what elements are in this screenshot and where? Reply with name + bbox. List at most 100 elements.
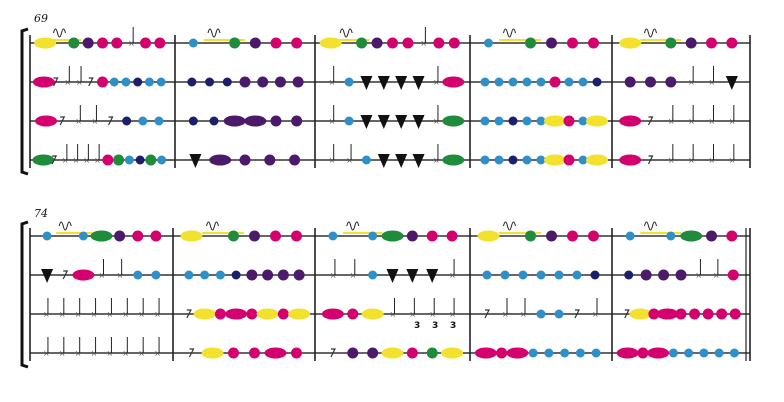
note [246,308,258,320]
note [567,37,578,49]
note [406,230,418,242]
note [97,37,108,49]
long-note [32,154,55,166]
note [114,230,126,242]
x-notehead: × [94,156,101,165]
x-notehead: × [329,117,336,126]
x-notehead: × [83,156,90,165]
note [184,270,194,280]
note [588,230,599,242]
note [446,230,458,242]
long-note [72,269,95,281]
rest-icon [624,309,630,319]
x-notehead: × [502,310,509,319]
rest-icon [62,270,69,280]
note [645,76,656,88]
x-notehead: × [350,271,357,280]
note [496,347,508,359]
note [578,116,588,126]
note [575,348,585,358]
x-notehead: × [330,271,337,280]
note [42,231,52,241]
note [367,347,379,359]
x-notehead: × [128,39,135,48]
note [97,76,108,88]
long-note [381,347,404,359]
note [347,347,359,359]
rest-icon [59,116,66,126]
note [277,308,289,320]
note [111,37,123,49]
note [480,155,490,165]
measure-number: 74 [34,207,48,220]
note [665,76,677,88]
note [291,115,303,127]
note [433,37,445,49]
triangle-note [377,115,390,129]
note [78,231,88,241]
long-note [619,115,642,127]
x-notehead: × [43,310,50,319]
x-notehead: × [420,39,427,48]
x-notehead: × [91,349,98,358]
note [291,37,303,49]
note [546,230,557,242]
note [291,230,302,242]
trill-icon [346,221,360,231]
note [685,37,697,49]
note [156,77,166,87]
note [675,269,687,281]
long-note [35,115,58,127]
note [554,270,564,280]
note [675,308,687,320]
triangle-note [426,269,439,283]
trill-icon [58,221,72,231]
note [246,269,258,281]
note [140,37,151,49]
note [231,270,241,280]
note [591,348,601,358]
note [264,154,276,166]
note [145,154,157,166]
note [536,270,546,280]
note [239,154,251,166]
note [578,77,588,87]
x-notehead: × [433,117,440,126]
system-2: 74 3 3 3 ×××××××××××××××××××××××××××××× [20,207,751,369]
note [68,37,80,49]
x-notehead: × [122,310,129,319]
note [592,77,602,87]
system-1: 69 ××××××××××××××××××××××××××× [20,12,751,176]
long-note [586,154,608,166]
note [426,347,438,359]
note [494,77,504,87]
note [151,270,161,280]
note [426,230,438,242]
note [228,230,239,242]
x-notehead: × [106,310,113,319]
rest-icon [330,348,336,358]
note [249,37,261,49]
note [666,231,676,241]
note [154,116,164,126]
note [480,77,490,87]
long-note [616,347,639,359]
x-notehead: × [75,310,82,319]
note [215,270,225,280]
note [448,37,460,49]
triangle-note [395,115,408,129]
note [109,77,119,87]
rest-icon [51,155,58,165]
note [113,154,125,166]
long-note [264,347,287,359]
note [716,308,728,320]
note [554,309,564,319]
note [209,116,219,126]
note [546,37,557,49]
long-note [656,308,679,320]
note [229,37,241,49]
x-notehead: × [449,271,456,280]
x-notehead: × [75,117,82,126]
long-note [680,230,703,242]
note [387,37,398,49]
